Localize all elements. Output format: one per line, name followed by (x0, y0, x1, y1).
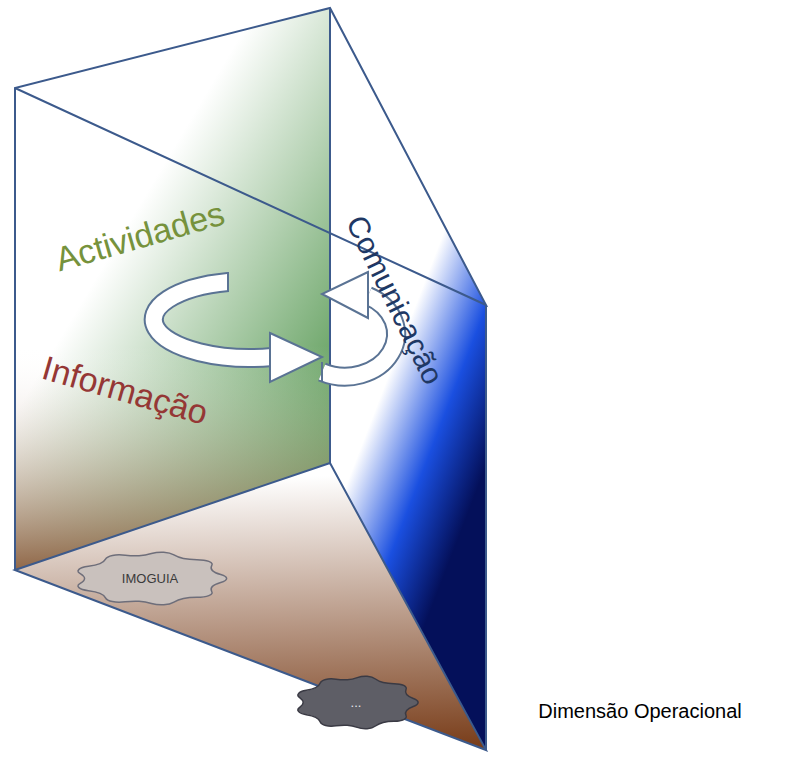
base-face (15, 463, 486, 750)
cloud-text: IMOGUIA (70, 571, 231, 586)
prism-edges (15, 8, 486, 750)
cycle-arrow (154, 272, 322, 382)
dimension-label: Dimensão Operacional (538, 700, 741, 723)
cloud-node: IMOGUIA (70, 549, 231, 608)
cloud-node: ... (291, 673, 422, 732)
cloud-text: ... (291, 695, 422, 710)
